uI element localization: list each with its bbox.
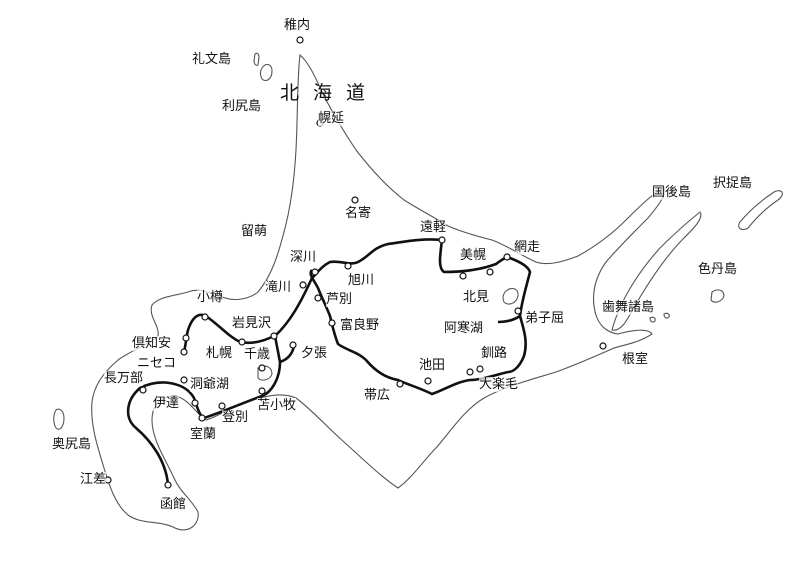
station-tomakomai: [258, 387, 266, 395]
rail-akan: [497, 314, 521, 324]
station-abashiri: [503, 253, 511, 261]
station-date: [191, 399, 199, 407]
map-title: 北海道: [280, 82, 380, 104]
label-teshikaga: 弟子屈: [525, 311, 565, 326]
label-kunashiri: 国後島: [652, 185, 692, 200]
station-fukagawa: [311, 268, 319, 276]
label-kutchan: 倶知安: [132, 336, 172, 351]
station-wakkanai: [296, 36, 304, 44]
label-asahikawa: 旭川: [348, 273, 375, 288]
label-yubari: 夕張: [301, 346, 328, 361]
label-obihiro: 帯広: [364, 388, 391, 403]
label-oshamambe: 長万部: [104, 371, 144, 386]
station-niseko: [180, 348, 188, 356]
label-otaru: 小樽: [197, 290, 224, 305]
label-sapporo: 札幌: [206, 346, 233, 361]
label-toyako: 洞爺湖: [190, 377, 230, 392]
station-teshikaga: [514, 307, 522, 315]
station-bihoro: [486, 268, 494, 276]
label-shikotan: 色丹島: [698, 262, 738, 277]
station-chitose: [258, 364, 266, 372]
station-ashibetsu: [314, 294, 322, 302]
station-yubari: [289, 341, 297, 349]
etorofu-island: [738, 190, 783, 231]
station-kutchan: [182, 334, 190, 342]
station-obihiro: [396, 380, 404, 388]
station-iwamizawa: [270, 332, 278, 340]
label-esashi: 江差: [80, 472, 107, 487]
station-muroran: [198, 414, 206, 422]
label-rishiri: 利尻島: [222, 99, 262, 114]
station-engaru: [438, 236, 446, 244]
label-bihoro: 美幌: [460, 248, 487, 263]
rebun-island: [259, 63, 273, 82]
station-noboribetsu: [218, 402, 226, 410]
label-takikawa: 滝川: [265, 280, 292, 295]
coastline: [53, 52, 783, 531]
label-furano: 富良野: [340, 318, 380, 333]
label-nayoro: 名寄: [345, 206, 372, 221]
station-otanoshike: [466, 368, 474, 376]
label-date: 伊達: [153, 396, 180, 411]
rishiri-island: [253, 52, 260, 66]
station-ikeda: [424, 377, 432, 385]
station-takikawa: [299, 281, 307, 289]
label-kushiro: 釧路: [481, 346, 508, 361]
label-kitami: 北見: [463, 290, 490, 305]
station-asahikawa: [344, 262, 352, 270]
label-etorofu: 択捉島: [713, 176, 753, 191]
label-engaru: 遠軽: [420, 220, 447, 235]
label-chitose: 千歳: [244, 347, 271, 362]
label-rumoi: 留萌: [241, 224, 268, 239]
habomai-islands: [649, 312, 670, 323]
label-niseko: ニセコ: [137, 356, 177, 371]
station-nayoro: [351, 196, 359, 204]
station-sapporo: [238, 338, 246, 346]
label-otanoshike: 大楽毛: [479, 377, 519, 392]
station-furano: [328, 319, 336, 327]
label-abashiri: 網走: [514, 240, 541, 255]
label-hakodate: 函館: [160, 497, 187, 512]
station-oshamambe: [139, 386, 147, 394]
label-tomakomai: 苫小牧: [257, 398, 297, 413]
label-muroran: 室蘭: [190, 427, 217, 442]
label-ikeda: 池田: [419, 358, 446, 373]
station-hakodate: [164, 481, 172, 489]
shikotan-island: [710, 289, 725, 303]
okushiri-island: [53, 408, 65, 430]
label-habomai: 歯舞諸島: [602, 300, 655, 315]
railway-lines: [126, 238, 532, 486]
label-noboribetsu: 登別: [222, 410, 249, 425]
station-nemuro: [599, 342, 607, 350]
label-ashibetsu: 芦別: [326, 292, 353, 307]
label-fukagawa: 深川: [290, 250, 317, 265]
label-nemuro: 根室: [622, 352, 649, 367]
rail-hakodate-main: [126, 238, 532, 486]
station-toyako: [180, 376, 188, 384]
label-okushiri: 奥尻島: [52, 437, 92, 452]
label-akanko: 阿寒湖: [444, 321, 484, 336]
label-wakkanai: 稚内: [284, 18, 311, 33]
lake-akan-shore: [502, 287, 519, 305]
hokkaido-coast: [91, 53, 665, 531]
station-kitami: [459, 272, 467, 280]
label-horonobe: 幌延: [318, 111, 345, 126]
station-otaru: [201, 313, 209, 321]
label-rebun: 礼文島: [192, 52, 232, 67]
station-kushiro: [476, 365, 484, 373]
label-iwamizawa: 岩見沢: [232, 316, 272, 331]
